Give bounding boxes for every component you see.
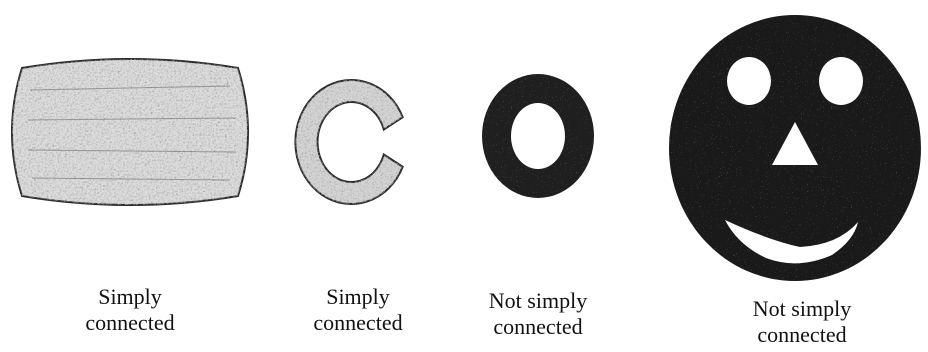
closed-ring-figure bbox=[482, 74, 594, 198]
caption-smiley-face-line1: Not simply bbox=[712, 296, 892, 322]
caption-barrel: Simply connected bbox=[40, 284, 220, 336]
caption-barrel-line1: Simply bbox=[40, 284, 220, 310]
caption-barrel-line2: connected bbox=[40, 310, 220, 336]
caption-smiley-face-line2: connected bbox=[712, 322, 892, 348]
caption-smiley-face: Not simply connected bbox=[712, 296, 892, 348]
caption-closed-ring: Not simply connected bbox=[448, 288, 628, 340]
caption-open-ring: Simply connected bbox=[268, 284, 448, 336]
caption-closed-ring-line2: connected bbox=[448, 314, 628, 340]
smiley-face-figure bbox=[669, 15, 921, 281]
caption-open-ring-line1: Simply bbox=[268, 284, 448, 310]
open-ring-figure bbox=[295, 80, 402, 204]
caption-closed-ring-line1: Not simply bbox=[448, 288, 628, 314]
caption-open-ring-line2: connected bbox=[268, 310, 448, 336]
barrel-figure bbox=[12, 59, 248, 205]
